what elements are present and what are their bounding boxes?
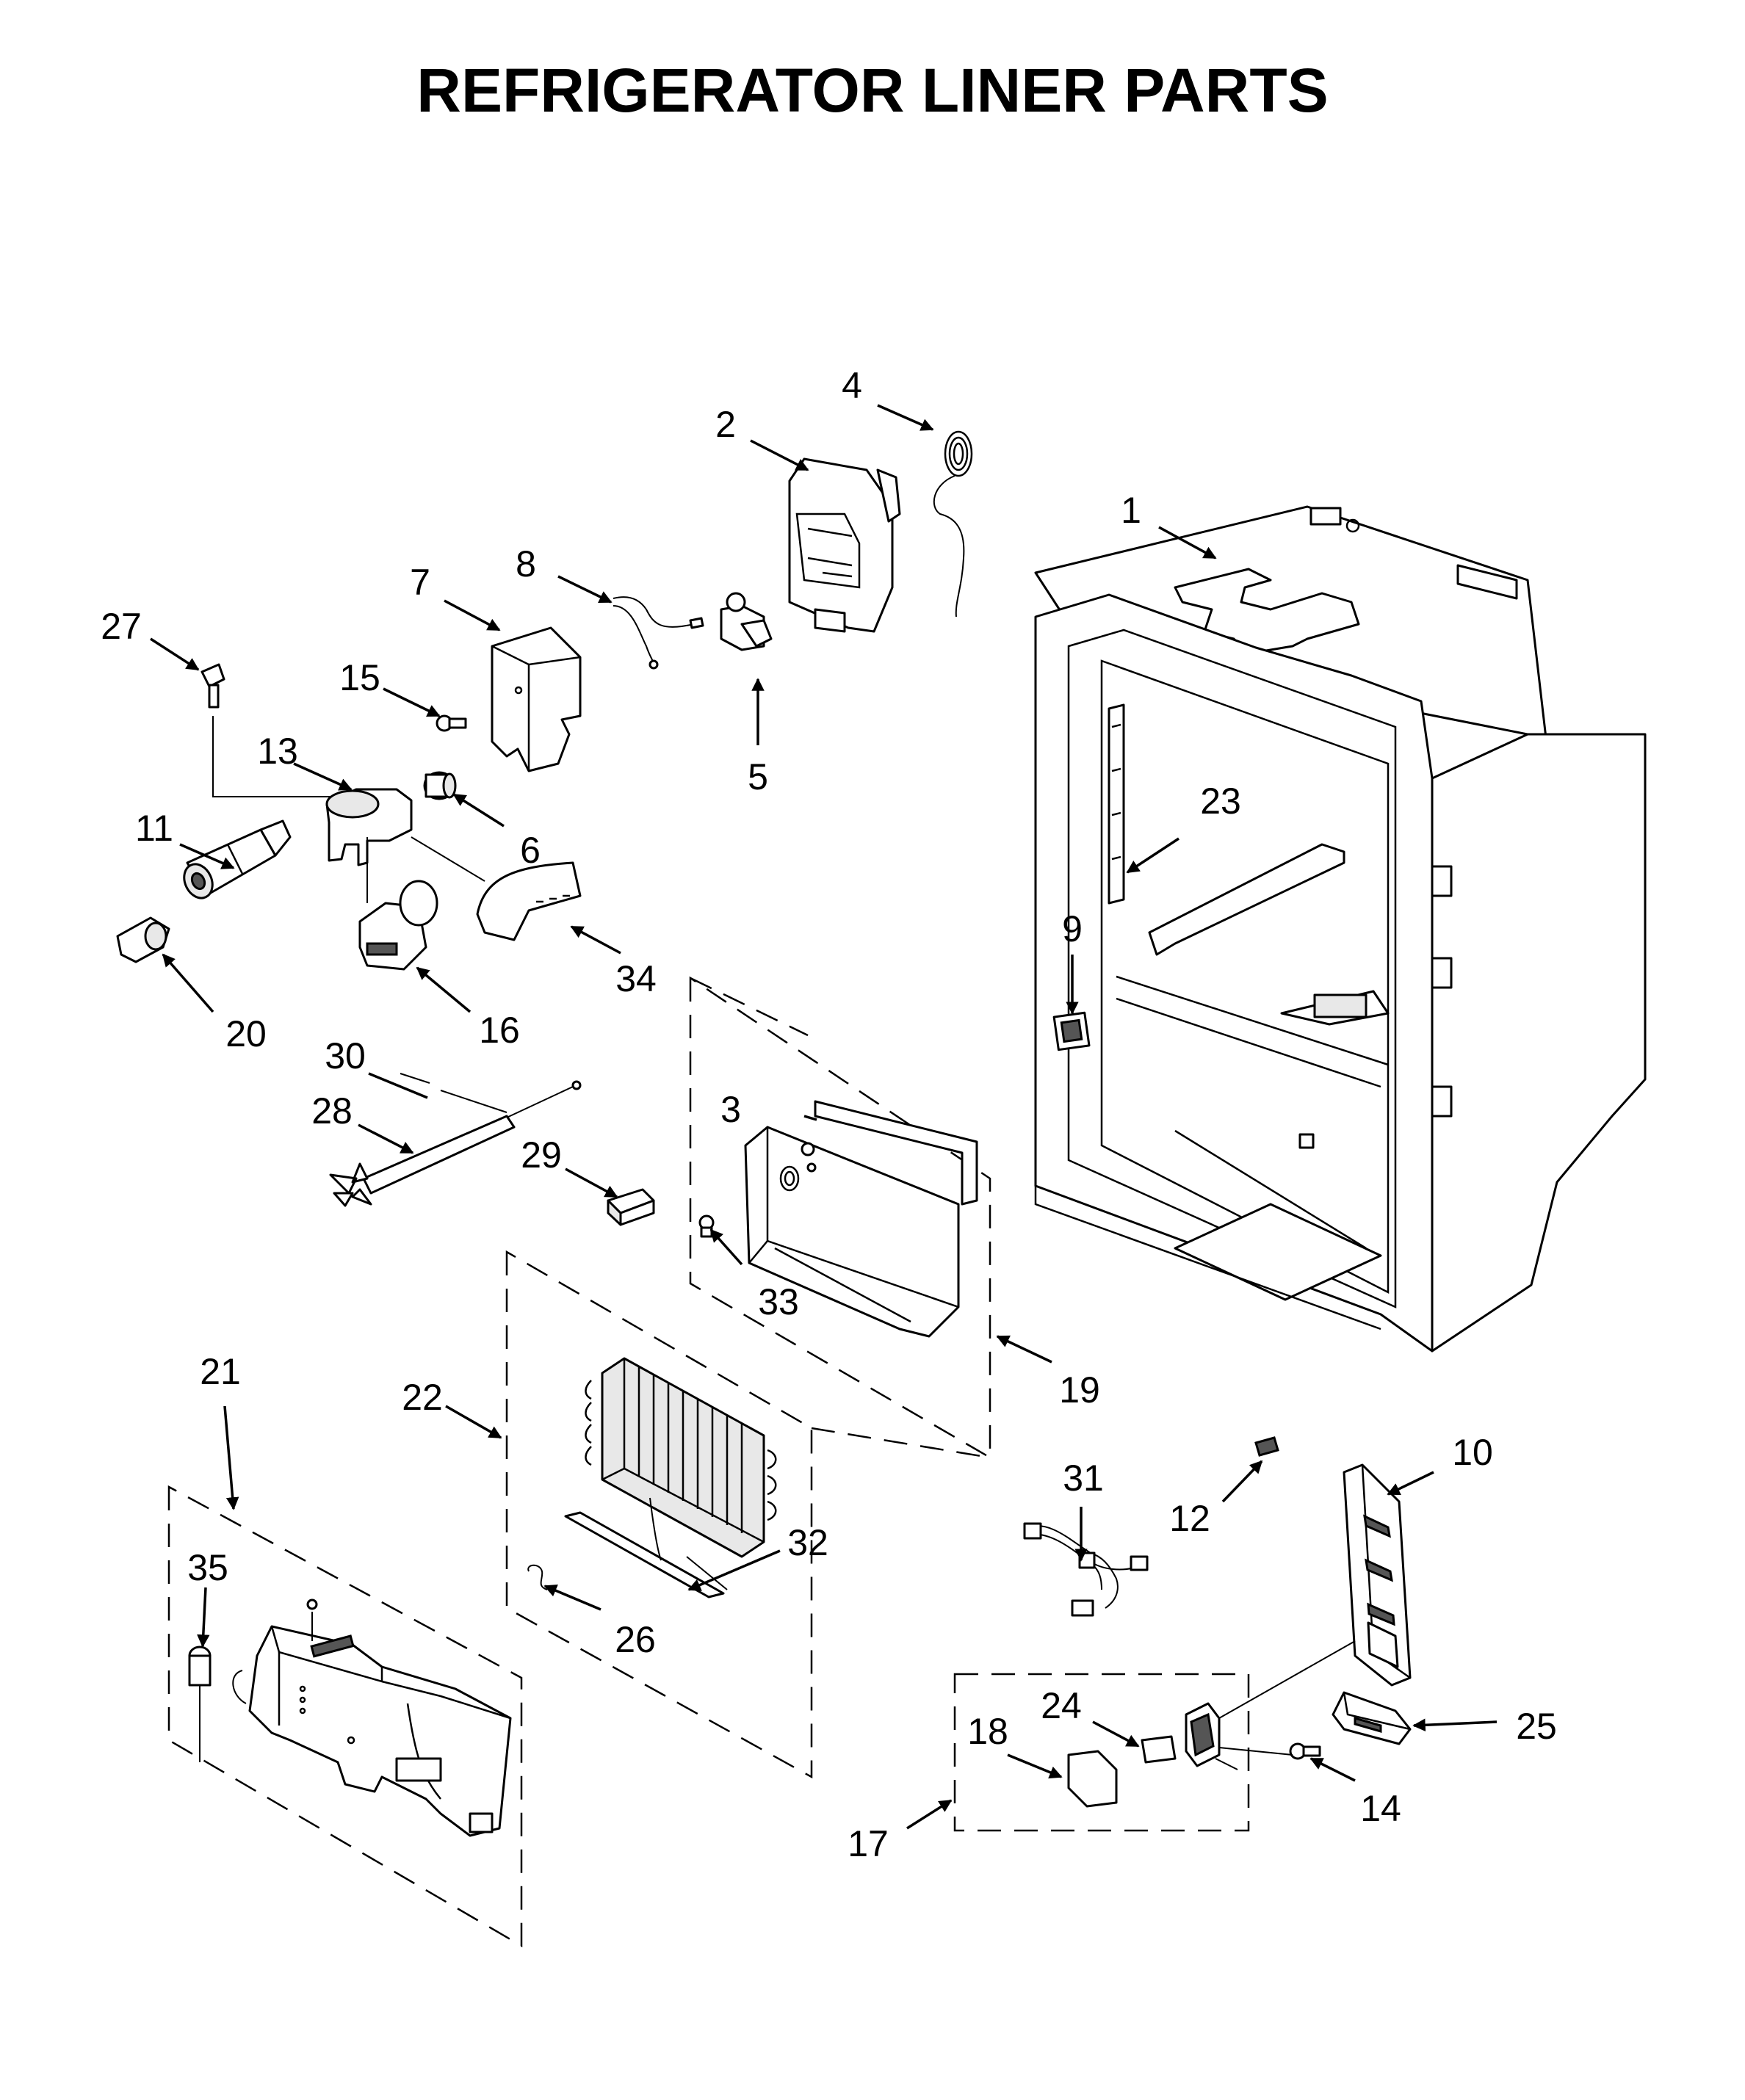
part-19-assembly xyxy=(744,1126,960,1338)
callout-35: 35 xyxy=(187,1547,228,1588)
part-34-cover xyxy=(476,861,582,941)
leader-arrows xyxy=(150,404,1497,1830)
part-18-plate xyxy=(1067,1750,1118,1808)
callout-12: 12 xyxy=(1169,1498,1210,1539)
callout-31: 31 xyxy=(1063,1458,1104,1499)
callout-26: 26 xyxy=(615,1619,656,1660)
callout-8: 8 xyxy=(516,543,536,584)
part-6-knob xyxy=(423,771,457,800)
part-28-fan xyxy=(329,1080,582,1207)
part-13-filter-head xyxy=(325,788,413,866)
part-12-connector xyxy=(1254,1436,1279,1457)
callout-5: 5 xyxy=(748,756,768,797)
diagram-title: REFRIGERATOR LINER PARTS xyxy=(416,56,1328,125)
group-17-outline xyxy=(953,1673,1250,1832)
connector-lines-lower xyxy=(1218,1640,1356,1756)
part-8-tube xyxy=(613,596,704,670)
callout-21: 21 xyxy=(200,1351,241,1392)
callout-23: 23 xyxy=(1200,781,1241,822)
part-29-pad xyxy=(607,1188,655,1226)
part-17-module xyxy=(1185,1702,1238,1770)
connector-lines-upper xyxy=(212,716,485,903)
part-9-vent xyxy=(1052,1011,1091,1051)
part-4-coil-tube xyxy=(933,430,973,618)
callout-14: 14 xyxy=(1360,1788,1401,1829)
part-21-duct xyxy=(232,1598,512,1837)
callout-27: 27 xyxy=(101,606,142,647)
part-2-housing xyxy=(788,457,901,633)
callout-6: 6 xyxy=(520,830,541,871)
callout-29: 29 xyxy=(521,1134,562,1176)
callout-13: 13 xyxy=(257,731,298,772)
callout-4: 4 xyxy=(842,365,862,406)
callout-22: 22 xyxy=(402,1377,443,1418)
callout-17: 17 xyxy=(848,1823,889,1864)
part-15-screw xyxy=(436,714,467,732)
part-10-panel xyxy=(1343,1463,1412,1687)
callout-labels: 1 2 3 4 5 6 7 8 9 10 11 12 13 14 15 16 1… xyxy=(101,365,1557,1864)
part-5-valve xyxy=(720,592,773,651)
callout-18: 18 xyxy=(967,1711,1008,1752)
part-7-cover xyxy=(491,626,582,772)
callout-15: 15 xyxy=(339,657,380,698)
group-22-outline xyxy=(505,1250,991,1779)
part-14-screw xyxy=(1289,1742,1321,1760)
part-33-screw xyxy=(698,1214,715,1238)
part-32-heater xyxy=(564,1497,728,1598)
callout-10: 10 xyxy=(1452,1432,1493,1473)
callout-33: 33 xyxy=(758,1281,799,1322)
callout-11: 11 xyxy=(135,808,173,849)
callout-3: 3 xyxy=(720,1089,741,1130)
part-24-pad xyxy=(1141,1735,1177,1764)
part-30-link xyxy=(440,1090,507,1113)
part-23-light-bar xyxy=(1108,703,1125,905)
part-30-line xyxy=(400,1073,430,1084)
part-20-cap xyxy=(116,916,170,963)
part-35-sensor xyxy=(188,1645,212,1762)
part-3-strip xyxy=(814,1100,978,1206)
part-11-filter xyxy=(183,819,292,899)
callout-25: 25 xyxy=(1516,1706,1557,1747)
callout-28: 28 xyxy=(311,1090,353,1132)
part-25-bracket xyxy=(1332,1691,1412,1745)
callout-7: 7 xyxy=(410,562,430,603)
part-16-housing xyxy=(358,880,438,971)
callout-34: 34 xyxy=(615,958,657,999)
callout-19: 19 xyxy=(1059,1369,1100,1411)
callout-16: 16 xyxy=(479,1010,520,1051)
part-1-liner xyxy=(1034,505,1647,1353)
group-19-outline xyxy=(689,976,991,1460)
callout-9: 9 xyxy=(1062,908,1083,949)
callout-30: 30 xyxy=(325,1035,366,1076)
group-21-outline xyxy=(167,1485,523,1948)
callout-20: 20 xyxy=(225,1013,267,1054)
evaporator-coil xyxy=(585,1357,777,1558)
part-26-clip xyxy=(527,1564,548,1590)
callout-2: 2 xyxy=(715,404,736,445)
callout-1: 1 xyxy=(1121,490,1141,531)
callout-32: 32 xyxy=(787,1522,828,1563)
part-31-harness xyxy=(1023,1522,1149,1617)
part-27-screw xyxy=(200,663,225,709)
callout-24: 24 xyxy=(1041,1685,1082,1726)
